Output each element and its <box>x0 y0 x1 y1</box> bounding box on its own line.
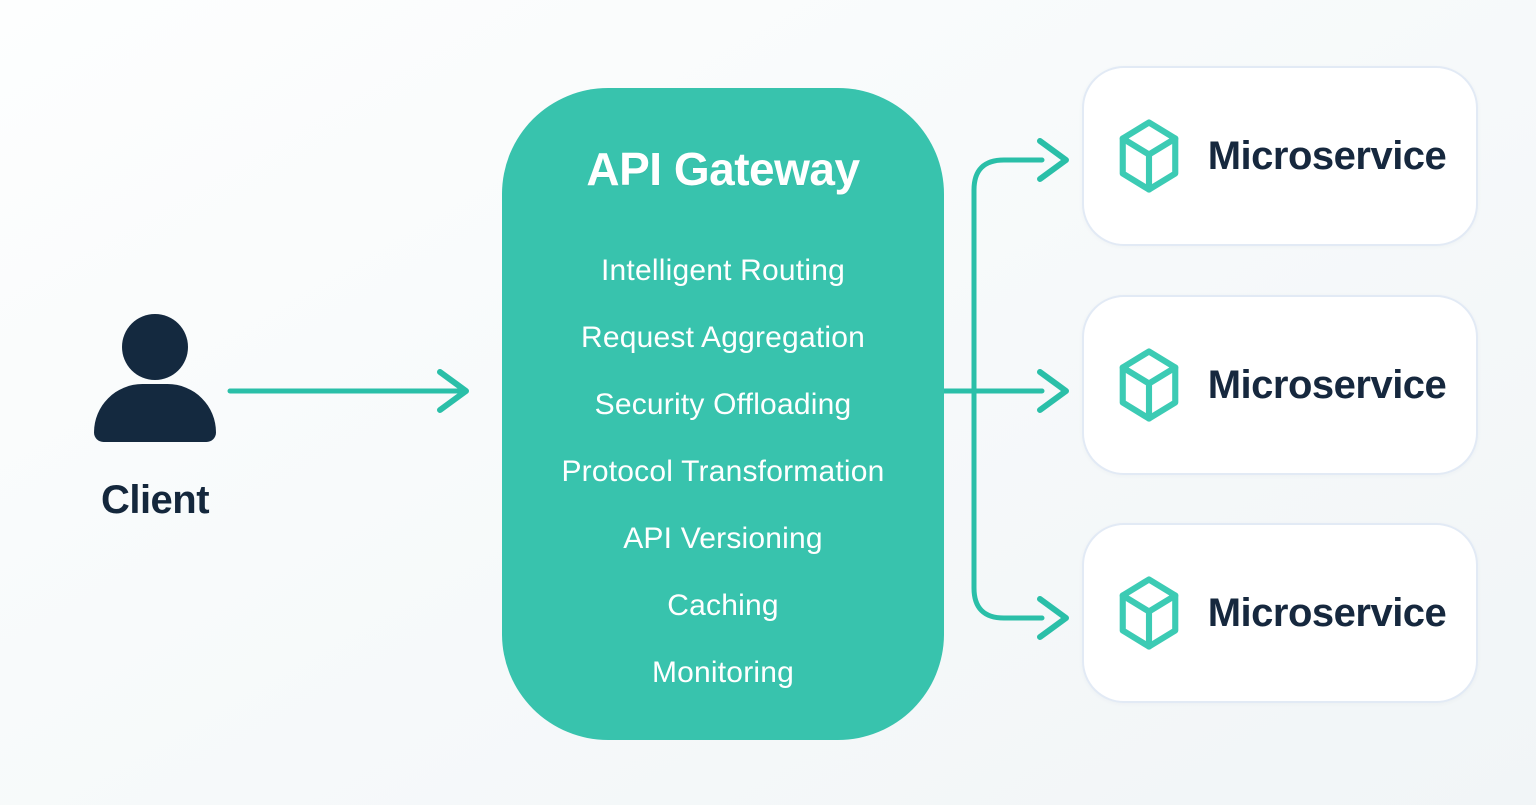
client-label: Client <box>100 478 210 522</box>
gateway-feature-intelligent-routing: Intelligent Routing <box>601 253 845 287</box>
arrow-gateway-to-microservice-3 <box>971 388 1069 640</box>
api-gateway-feature-list: Intelligent Routing Request Aggregation … <box>502 237 944 706</box>
gateway-feature-api-versioning: API Versioning <box>623 521 823 555</box>
microservice-node-3: Microservice <box>1082 523 1478 703</box>
microservice-label: Microservice <box>1207 133 1447 178</box>
person-icon-body <box>94 384 216 442</box>
cube-icon <box>1119 119 1179 193</box>
cube-icon <box>1119 576 1179 650</box>
gateway-feature-protocol-transformation: Protocol Transformation <box>561 454 885 488</box>
gateway-feature-request-aggregation: Request Aggregation <box>580 320 865 354</box>
gateway-feature-security-offloading: Security Offloading <box>594 387 852 421</box>
arrow-gateway-to-microservice-2 <box>937 369 1069 413</box>
person-icon-head <box>122 314 188 380</box>
gateway-feature-monitoring: Monitoring <box>651 655 795 689</box>
arrow-client-to-gateway <box>227 369 469 413</box>
client-node: Client <box>60 310 250 523</box>
microservice-label: Microservice <box>1207 362 1447 407</box>
cube-icon <box>1119 348 1179 422</box>
person-icon <box>94 310 216 442</box>
microservice-node-2: Microservice <box>1082 295 1478 475</box>
api-gateway-node: API Gateway Intelligent Routing Request … <box>502 88 944 740</box>
arrow-gateway-to-microservice-1 <box>971 138 1069 394</box>
gateway-feature-caching: Caching <box>667 588 779 622</box>
microservice-label: Microservice <box>1207 590 1447 635</box>
api-gateway-title: API Gateway <box>586 143 860 195</box>
microservice-node-1: Microservice <box>1082 66 1478 246</box>
